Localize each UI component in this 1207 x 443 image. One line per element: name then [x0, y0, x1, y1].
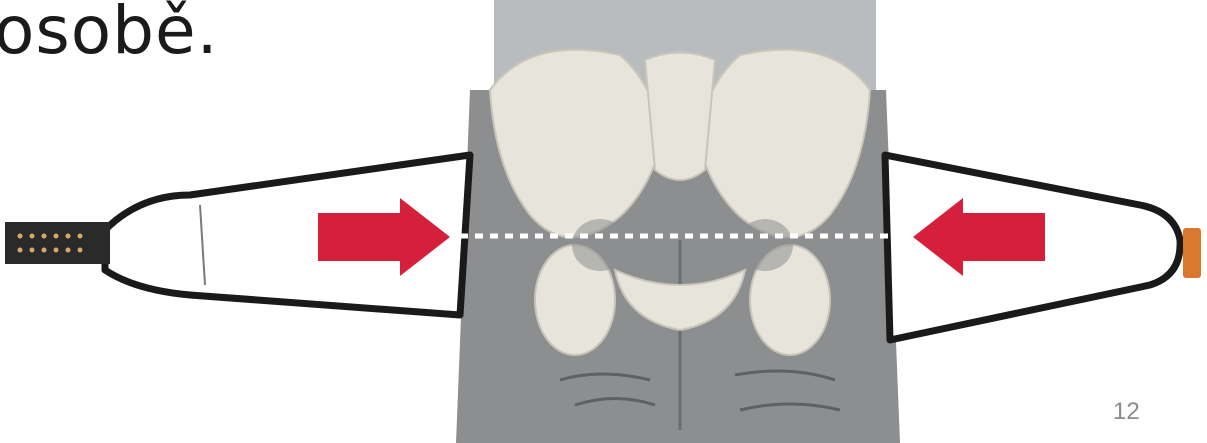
- hip-socket-left: [572, 219, 628, 271]
- hip-socket-right: [737, 219, 793, 271]
- belt-right-buckle: [1183, 228, 1201, 278]
- page-number: 12: [1113, 398, 1140, 426]
- belt-left-strap: [5, 222, 110, 264]
